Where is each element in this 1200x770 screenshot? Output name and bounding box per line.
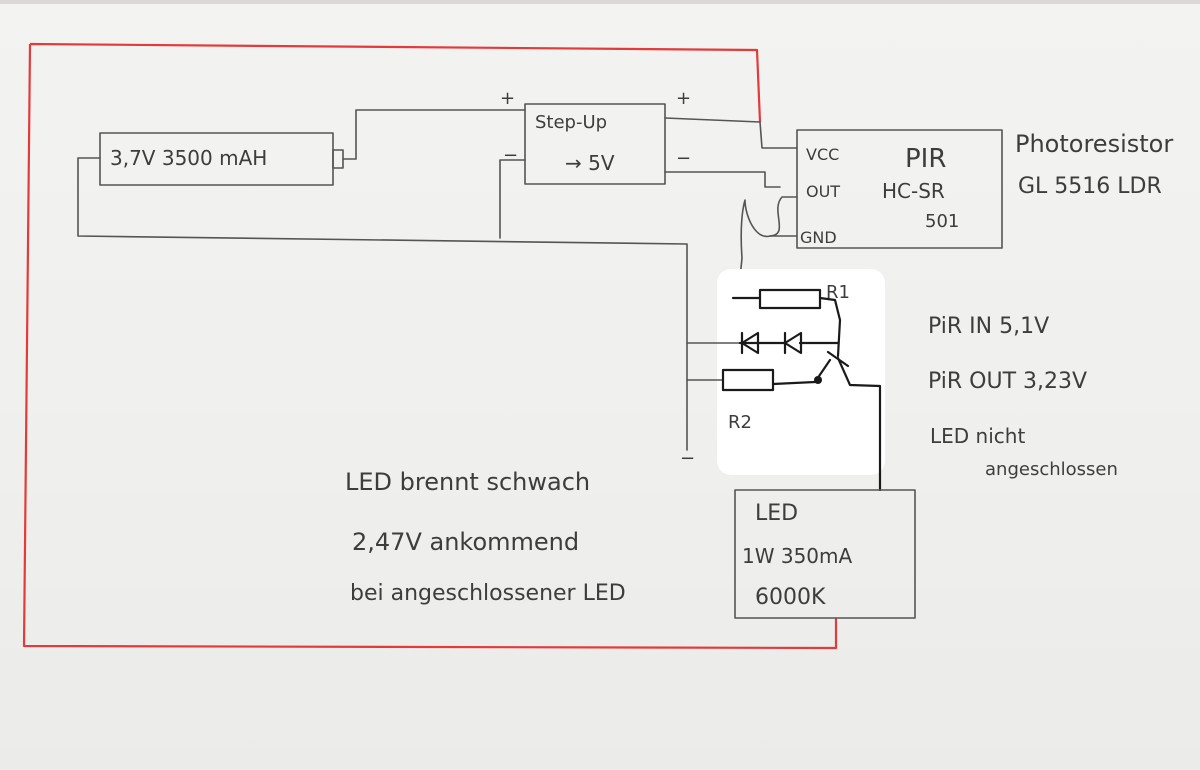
led-box <box>734 489 916 619</box>
wire-stepup-minus <box>664 171 781 188</box>
battery-label: 3,7V 3500 mAH <box>110 146 267 170</box>
diode-1 <box>740 331 760 355</box>
led-module: LED 1W 350mA 6000K <box>734 489 916 619</box>
pir-pin-vcc: VCC <box>806 145 839 164</box>
measurement-notes: PiR IN 5,1V PiR OUT 3,23V LED nicht ange… <box>928 314 1118 480</box>
stepup-plus-in: + <box>500 88 515 109</box>
led-temp: 6000K <box>755 585 826 610</box>
wire-r1-out <box>818 296 842 358</box>
pir-model-number: 501 <box>925 211 959 232</box>
wire-r2-out <box>771 380 817 386</box>
wire-battery-plus <box>342 109 526 160</box>
red-outline <box>22 42 838 650</box>
photoresistor-line2: GL 5516 LDR <box>1018 174 1162 199</box>
note-led-weak: LED brennt schwach <box>345 468 590 496</box>
wire-pir-out <box>732 196 798 299</box>
paper-sheet <box>0 4 1200 770</box>
pir-box <box>796 129 1003 249</box>
pir-model: HC-SR <box>882 179 945 203</box>
led-title: LED <box>755 501 798 526</box>
photoresistor-line1: Photoresistor <box>1015 130 1173 158</box>
wire-ground-bus <box>77 157 688 451</box>
stepup-plus-out: + <box>676 88 691 109</box>
note-pir-in: PiR IN 5,1V <box>928 314 1049 339</box>
driver-circuit: R1 R2 − <box>680 282 882 492</box>
diode-2 <box>783 331 803 355</box>
bottom-notes: LED brennt schwach 2,47V ankommend bei a… <box>345 468 626 606</box>
label-minus: − <box>680 448 695 469</box>
wire-vcc <box>664 117 798 149</box>
note-led-not: LED nicht <box>930 424 1025 448</box>
label-r1: R1 <box>826 282 850 303</box>
pir-pin-gnd: GND <box>800 228 837 247</box>
wire-stepup-minus-in <box>499 159 526 239</box>
note-voltage-arriving: 2,47V ankommend <box>352 528 579 556</box>
stepup-box <box>524 103 666 185</box>
pir-pin-out: OUT <box>806 182 840 201</box>
stepup-converter: Step-Up → 5V + + − − <box>500 88 691 185</box>
stepup-output: → 5V <box>565 151 615 175</box>
pir-title: PIR <box>905 144 946 174</box>
resistor-r2 <box>721 368 775 392</box>
note-with-led: bei angeschlossener LED <box>350 581 626 606</box>
note-connected: angeschlossen <box>985 459 1118 480</box>
battery-terminal <box>332 149 344 169</box>
note-pir-out: PiR OUT 3,23V <box>928 369 1087 394</box>
stepup-minus-out: − <box>676 148 691 169</box>
led-spec: 1W 350mA <box>742 544 853 568</box>
stepup-minus-in: − <box>503 145 518 166</box>
transistor-dot <box>814 376 822 384</box>
stepup-title: Step-Up <box>535 112 607 133</box>
wires <box>77 109 798 451</box>
driver-patch <box>717 269 885 475</box>
pir-sensor: PIR HC-SR 501 VCC OUT GND <box>796 129 1003 249</box>
label-r2: R2 <box>728 412 752 433</box>
battery: 3,7V 3500 mAH <box>99 132 344 186</box>
